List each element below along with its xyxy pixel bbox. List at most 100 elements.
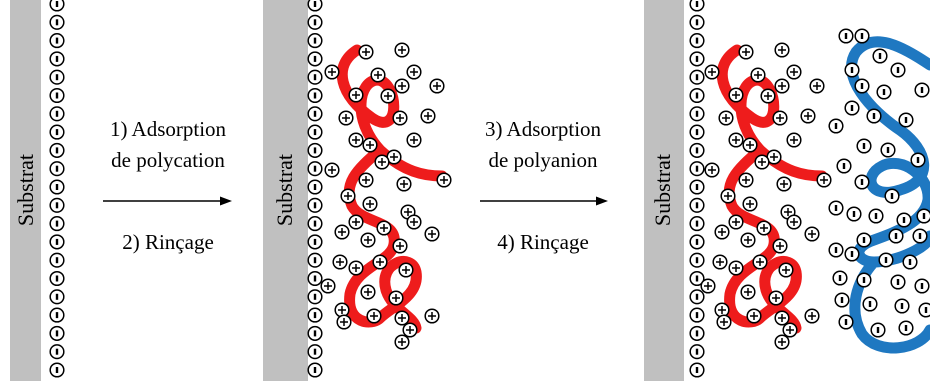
negative-charge <box>689 307 705 323</box>
arrow-step-1: 1) Adsorption de polycation 2) Rinçage <box>103 117 232 254</box>
positive-charge <box>406 214 422 230</box>
negative-charge <box>49 87 65 104</box>
positive-charge <box>804 226 820 242</box>
negative-charge <box>689 179 705 195</box>
negative-charge <box>689 33 705 49</box>
positive-charge <box>774 78 790 94</box>
negative-charge <box>838 28 854 44</box>
positive-charge <box>394 78 410 94</box>
positive-charge <box>700 278 716 294</box>
negative-charge <box>49 307 65 323</box>
negative-charge <box>49 69 65 85</box>
negative-charge-cloud <box>828 28 930 338</box>
positive-charge <box>740 232 756 248</box>
negative-charge <box>868 208 884 224</box>
positive-charge <box>394 334 410 350</box>
negative-charge <box>689 216 705 232</box>
negative-charge <box>910 152 926 168</box>
positive-charge <box>424 226 440 242</box>
positive-charge <box>728 260 744 276</box>
positive-charge <box>406 64 422 80</box>
negative-charge <box>872 48 888 64</box>
negative-charge <box>689 289 705 305</box>
negative-charge <box>689 51 705 67</box>
negative-charge <box>307 197 323 213</box>
negative-charge <box>689 0 705 12</box>
positive-charge <box>746 308 762 324</box>
positive-charge <box>809 78 825 94</box>
negative-charge <box>918 302 930 318</box>
negative-charge <box>689 325 705 341</box>
substrate-label: Substrat <box>650 154 675 226</box>
positive-charge <box>360 232 376 248</box>
step-4-label: 4) Rinçage <box>497 230 589 254</box>
negative-charge <box>844 62 860 78</box>
negative-charge <box>689 197 705 213</box>
positive-charge <box>392 110 408 126</box>
positive-charge <box>766 149 782 165</box>
positive-charge <box>424 308 440 324</box>
positive-charge <box>782 322 798 338</box>
negative-charge <box>844 100 860 116</box>
positive-charge <box>370 67 386 83</box>
positive-charge <box>366 308 382 324</box>
positive-charge <box>429 78 445 94</box>
negative-charge <box>884 188 900 204</box>
negative-charge <box>49 197 65 213</box>
positive-charge <box>752 254 768 270</box>
negative-charge <box>307 142 323 158</box>
negative-charge <box>49 33 65 49</box>
negative-charge <box>307 161 323 177</box>
negative-charge <box>854 78 870 94</box>
positive-charge <box>358 44 374 60</box>
negative-charge-column <box>49 0 65 378</box>
negative-charge <box>890 274 906 290</box>
negative-charge <box>866 108 882 124</box>
negative-charge <box>689 69 705 85</box>
positive-charge <box>360 284 376 300</box>
step-1-label-line2: de polycation <box>111 148 225 172</box>
positive-charge <box>324 64 340 80</box>
negative-charge <box>307 325 323 341</box>
positive-charge <box>716 314 732 330</box>
substrate-label: Substrat <box>272 154 297 226</box>
positive-charge <box>320 278 336 294</box>
positive-charge <box>372 254 388 270</box>
positive-charge <box>336 314 352 330</box>
negative-charge <box>689 87 705 104</box>
negative-charge <box>689 14 705 30</box>
positive-charge <box>396 176 412 192</box>
negative-charge <box>49 289 65 305</box>
negative-charge <box>307 307 323 323</box>
negative-charge <box>898 320 914 336</box>
negative-charge-column <box>307 0 323 378</box>
positive-charge <box>768 290 784 306</box>
negative-charge <box>307 344 323 360</box>
negative-charge <box>894 298 910 314</box>
positive-charge <box>402 322 418 338</box>
negative-charge <box>689 252 705 268</box>
negative-charge <box>856 232 872 248</box>
negative-charge <box>689 106 705 122</box>
positive-charge <box>374 154 390 170</box>
positive-charge <box>774 42 790 58</box>
positive-charge <box>362 137 378 153</box>
panel-1: Substrat <box>10 0 65 381</box>
negative-charge <box>832 270 848 286</box>
positive-charge <box>714 224 730 240</box>
positive-charge <box>324 162 340 178</box>
negative-charge <box>916 208 930 224</box>
panel-3: Substrat <box>644 0 930 381</box>
negative-charge <box>49 124 65 140</box>
positive-charge <box>778 262 794 278</box>
substrate-block <box>263 0 308 381</box>
negative-charge <box>49 51 65 67</box>
negative-charge <box>689 161 705 177</box>
positive-charge <box>376 220 392 236</box>
positive-charge <box>774 334 790 350</box>
negative-charge <box>876 84 892 100</box>
negative-charge <box>49 142 65 158</box>
negative-charge <box>307 0 323 12</box>
positive-charge-cloud <box>700 42 832 350</box>
substrate-block <box>644 0 684 381</box>
